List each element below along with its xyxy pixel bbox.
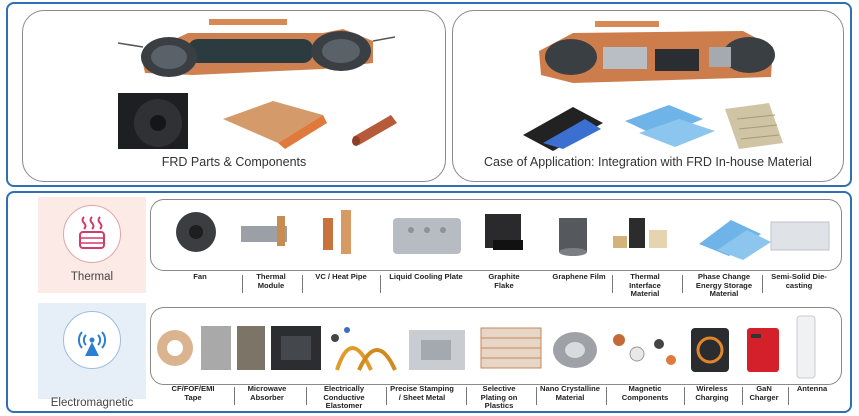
- separator: [682, 275, 683, 293]
- emi-tape-image: [157, 326, 265, 370]
- thermal-category: Thermal: [38, 197, 146, 293]
- separator: [234, 387, 235, 405]
- em-item-wireless-charging: Wireless Charging: [695, 384, 729, 402]
- application-case-card: Case of Application: Integration with FR…: [452, 10, 844, 182]
- fan-product-image: [176, 212, 216, 252]
- thermal-item-vc-heat-pipe: VC / Heat Pipe: [315, 272, 367, 281]
- thermal-pad-image: [625, 105, 715, 147]
- frd-parts-card: FRD Parts & Components: [22, 10, 446, 182]
- thermal-item-phase-change-material: Phase Change Energy Storage Material: [695, 272, 753, 299]
- top-section: FRD Parts & Components: [6, 2, 852, 187]
- electromagnetic-products-strip: [150, 307, 842, 385]
- separator: [612, 275, 613, 293]
- separator: [386, 387, 387, 405]
- precise-stamping-image: [409, 330, 465, 370]
- separator: [306, 387, 307, 405]
- em-item-nano-crystalline: Nano Crystalline Material: [540, 384, 600, 402]
- thermal-products-strip: [150, 199, 842, 271]
- thermal-module-image: [117, 19, 396, 77]
- application-illustration: [523, 21, 783, 151]
- em-item-gan-charger: GaN Charger: [749, 384, 779, 402]
- heat-icon: [79, 216, 105, 249]
- thermal-item-liquid-cooling-plate: Liquid Cooling Plate: [389, 272, 463, 281]
- graphene-film-image: [559, 218, 587, 256]
- semi-solid-die-casting-image: [770, 221, 830, 251]
- separator: [302, 275, 303, 293]
- nano-crystalline-image: [553, 332, 597, 368]
- electromagnetic-products-images: [157, 315, 816, 379]
- separator: [466, 387, 467, 405]
- selective-plating-image: [480, 327, 542, 369]
- em-item-conductive-elastomer: Electrically Conductive Elastomer: [323, 384, 365, 411]
- electromagnetic-label: Electromagnetic: [50, 397, 134, 409]
- fan-image: [118, 93, 188, 149]
- frd-parts-caption: FRD Parts & Components: [161, 155, 307, 169]
- gan-charger-image: [747, 328, 779, 372]
- thermal-item-semi-solid-die-casting: Semi-Solid Die-casting: [771, 272, 827, 290]
- wireless-charging-image: [691, 328, 729, 372]
- electromagnetic-category: Electromagnetic: [38, 303, 146, 409]
- liquid-cooling-plate-image: [393, 218, 461, 254]
- vc-heat-pipe-image: [323, 210, 351, 254]
- em-item-magnetic-components: Magnetic Components: [621, 384, 669, 402]
- bottom-section: Thermal Electromagnetic: [6, 191, 852, 413]
- separator: [788, 387, 789, 405]
- thermal-items: Fan Thermal Module VC / Heat Pipe Liquid…: [150, 272, 842, 305]
- thermal-interface-material-image: [613, 218, 667, 248]
- thermal-module-product-image: [241, 216, 287, 246]
- heat-pipe-image: [352, 115, 397, 146]
- thermal-item-thermal-interface-material: Thermal Interface Material: [629, 272, 661, 299]
- thermal-icon-circle: [63, 205, 121, 263]
- separator: [380, 275, 381, 293]
- em-item-precise-stamping: Precise Stamping / Sheet Metal: [390, 384, 454, 402]
- electromagnetic-items: CF/FOF/EMI Tape Microwave Absorber Elect…: [150, 384, 842, 413]
- separator: [762, 275, 763, 293]
- conductive-elastomer-image: [331, 327, 397, 371]
- thermal-label: Thermal: [70, 271, 114, 283]
- copper-sheet-image: [223, 101, 327, 149]
- frd-parts-illustration: [117, 19, 397, 149]
- separator: [606, 387, 607, 405]
- application-caption: Case of Application: Integration with FR…: [484, 155, 812, 169]
- separator: [684, 387, 685, 405]
- graphite-flake-image: [485, 214, 523, 250]
- em-item-emi-tape: CF/FOF/EMI Tape: [171, 384, 215, 402]
- antenna-image: [796, 315, 816, 379]
- thermal-item-fan: Fan: [193, 272, 207, 281]
- graphite-film-image: [523, 107, 603, 151]
- integrated-module-image: [539, 21, 775, 83]
- thermal-item-graphite-flake: Graphite Flake: [488, 272, 520, 290]
- em-item-antenna: Antenna: [796, 384, 828, 393]
- microwave-absorber-image: [271, 326, 321, 370]
- thermal-products-images: [176, 210, 830, 260]
- signal-tower-icon: [78, 331, 106, 356]
- separator: [742, 387, 743, 405]
- magnetic-components-image: [613, 334, 676, 365]
- em-icon-circle: [63, 311, 121, 369]
- phase-change-material-product-image: [699, 220, 771, 260]
- separator: [242, 275, 243, 293]
- thermal-item-graphene-film: Graphene Film: [552, 272, 606, 281]
- thermal-item-thermal-module: Thermal Module: [256, 272, 286, 290]
- separator: [536, 387, 537, 405]
- em-item-selective-plating: Selective Plating on Plastics: [480, 384, 518, 411]
- em-item-microwave-absorber: Microwave Absorber: [247, 384, 287, 402]
- phase-change-material-image: [725, 103, 783, 149]
